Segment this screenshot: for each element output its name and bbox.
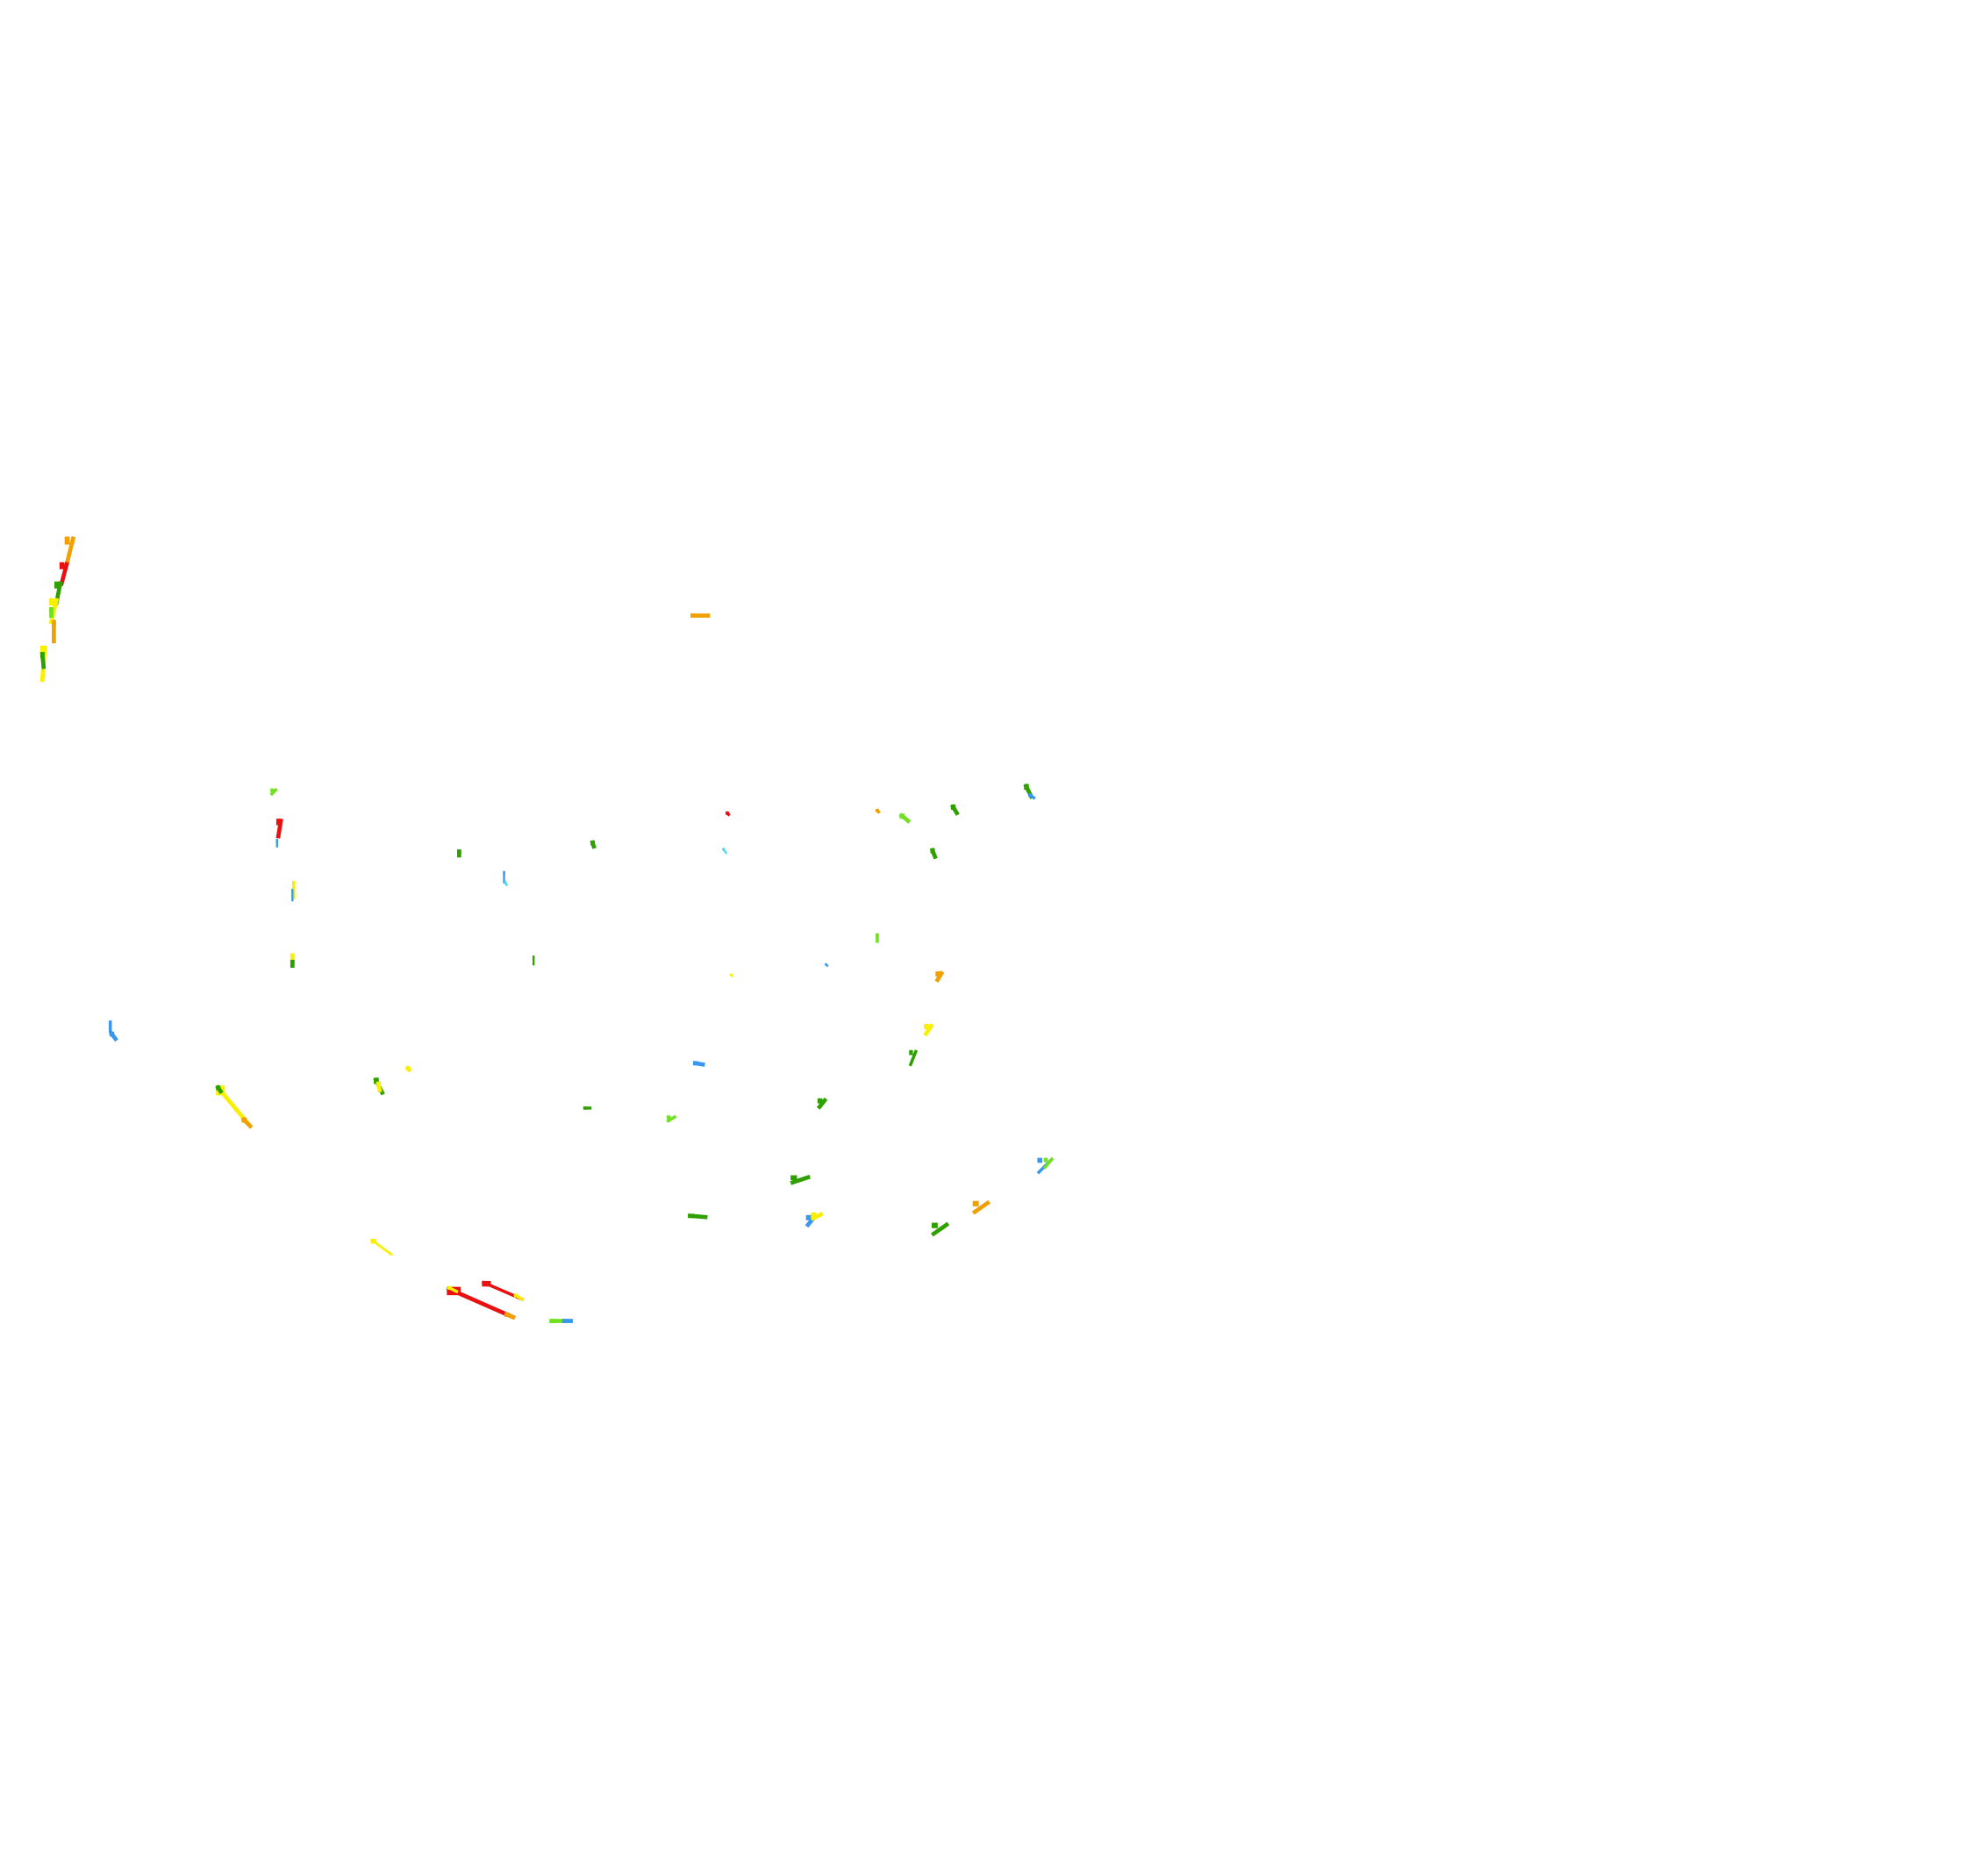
stroke-fragment-dot — [39, 645, 46, 655]
stroke-fragment-dot — [790, 1175, 797, 1181]
stroke-fragment — [64, 536, 76, 567]
stroke-fragment-dot — [1037, 1157, 1043, 1163]
stroke-fragment-dot — [108, 1020, 112, 1026]
stroke-fragment-dot — [817, 1098, 823, 1104]
stroke-fragment-dot — [513, 1293, 518, 1298]
stroke-fragment-dot — [270, 788, 275, 792]
stroke-fragment-dot — [216, 1085, 221, 1091]
stroke-fragment-dot — [693, 1061, 699, 1066]
stroke-fragment-dot — [54, 581, 60, 589]
stroke-fragment-dot — [583, 1106, 588, 1110]
stroke-fragment — [810, 1212, 824, 1221]
stroke-fragment-dot — [972, 1200, 979, 1206]
stroke-fragment — [971, 1199, 990, 1215]
stroke-fragment-dot — [375, 1081, 381, 1087]
stroke-fragment-dot — [924, 1024, 929, 1030]
stroke-fragment-dot — [109, 1031, 115, 1037]
stroke-fragment-dot — [291, 889, 294, 893]
stroke-fragment-dot — [59, 562, 65, 569]
stroke-fragment-dot — [931, 1222, 938, 1228]
stroke-fragment — [908, 1049, 919, 1067]
stroke-fragment-dot — [722, 848, 726, 851]
stroke-fragment — [816, 1097, 828, 1110]
stroke-fragment-dot — [876, 933, 879, 938]
stroke-fragment-dot — [49, 598, 54, 606]
stroke-fragment-dot — [447, 1285, 452, 1290]
stroke-fragment-dot — [241, 1117, 247, 1123]
stroke-fragment-dot — [370, 1239, 376, 1244]
stroke-fragment-dot — [726, 811, 729, 815]
stroke-fragment-dot — [64, 536, 70, 545]
stroke-fragment-dot — [290, 953, 295, 959]
stroke-fragment-dot — [666, 1115, 671, 1120]
stroke-fragment-dot — [405, 1066, 411, 1071]
stroke-fragment-dot — [1024, 784, 1029, 791]
stroke-fragment-dot — [688, 1213, 695, 1219]
stroke-fragment-dot — [730, 973, 733, 977]
stroke-fragment — [931, 1221, 950, 1237]
stroke-fragment-dot — [561, 1319, 568, 1323]
stroke-fragment — [48, 598, 60, 625]
stroke-fragment — [59, 562, 69, 586]
stroke-fragment-dot — [1028, 793, 1033, 798]
stroke-fragment-dot — [49, 606, 54, 612]
stroke-fragment-dot — [504, 881, 507, 884]
stroke-fragment — [790, 1174, 811, 1185]
stroke-fragment-dot — [290, 959, 295, 965]
stroke-fragment-dot — [275, 839, 278, 842]
stroke-fragment-dot — [292, 880, 296, 887]
stroke-fragment — [666, 1114, 677, 1123]
stroke-fragment-dot — [39, 652, 45, 658]
stroke-fragment-dot — [52, 619, 56, 627]
stroke-fragment-dot — [935, 971, 940, 977]
stroke-fragment-dot — [532, 955, 535, 959]
stroke-fragment-dot — [805, 1214, 812, 1220]
stroke-fragment-dot — [590, 840, 595, 846]
stroke-fragment-dot — [950, 805, 956, 810]
stroke-fragment-dot — [825, 963, 827, 966]
stroke-fragment-dot — [549, 1319, 557, 1323]
stroke-fragment-dot — [374, 1077, 379, 1084]
stroke-fragment-dot — [876, 809, 879, 812]
stroke-fragment-dot — [503, 870, 505, 875]
stroke-fragment-dot — [690, 613, 697, 618]
stroke-fragment-dot — [811, 1212, 817, 1218]
stroke-fragment-dot — [504, 1312, 510, 1318]
stroke-fragment-dot — [899, 813, 905, 819]
stroke-fragment — [934, 970, 945, 983]
stroke-fragment-dot — [457, 849, 461, 855]
stroke-fragment-dot — [482, 1280, 491, 1287]
stroke-fragment-dot — [909, 1049, 913, 1056]
stroke-fragment-dot — [930, 848, 935, 854]
stroke-fragment — [1043, 1156, 1055, 1170]
stroke-fragment-dot — [275, 819, 282, 826]
stroke-fragment — [923, 1023, 934, 1037]
stroke-fragment-dot — [1043, 1157, 1048, 1163]
